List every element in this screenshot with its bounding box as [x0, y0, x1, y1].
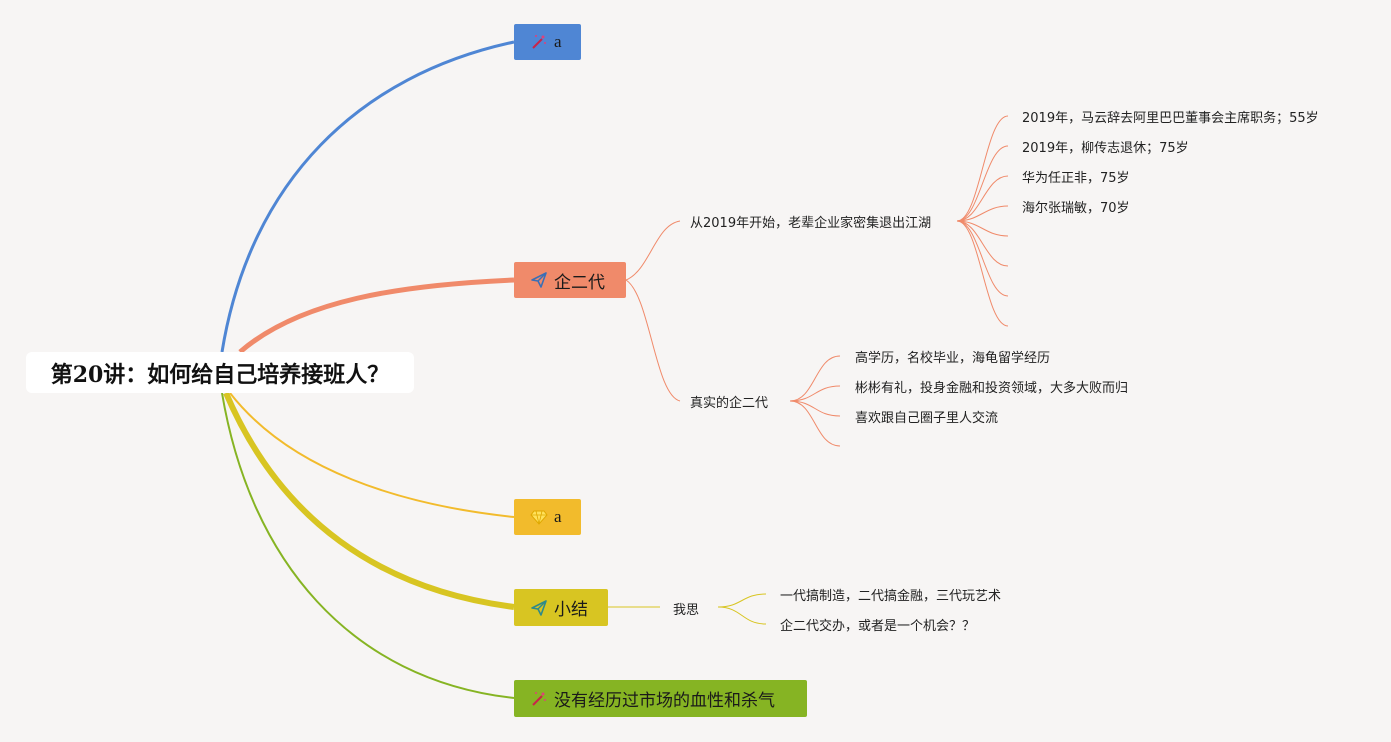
root-node[interactable]: 第20讲：如何给自己培养接班人？ — [26, 352, 414, 393]
subtopic-my-thoughts[interactable]: 我思 — [673, 602, 700, 618]
leaf-item[interactable]: 彬彬有礼，投身金融和投资领域，大多大败而归 — [855, 380, 1129, 396]
root-label: 第20讲：如何给自己培养接班人？ — [50, 361, 390, 388]
leaf-item[interactable]: 高学历，名校毕业，海龟留学经历 — [855, 350, 1051, 366]
leaf-item[interactable]: 一代搞制造，二代搞金融，三代玩艺术 — [780, 588, 1002, 604]
magic-wand-icon — [530, 33, 548, 51]
leaf-item[interactable]: 企二代交办，或者是一个机会？？ — [780, 618, 976, 634]
link-root-b1 — [220, 40, 515, 353]
leaf-item[interactable]: 海尔张瑞敏，70岁 — [1022, 200, 1130, 216]
magic-wand-icon — [530, 690, 548, 708]
fan-c2 — [789, 355, 841, 447]
link-root-b3 — [229, 392, 515, 518]
fan-c1 — [956, 115, 1009, 327]
leaf-item[interactable]: 2019年，马云辞去阿里巴巴董事会主席职务；55岁 — [1022, 110, 1319, 126]
branch-label-2: 企二代 — [554, 272, 605, 293]
branch-node-4[interactable]: 小结 — [514, 589, 608, 626]
branch-node-1[interactable]: a — [514, 24, 581, 60]
link-b2-c1 — [625, 220, 681, 281]
branch-node-3[interactable]: a — [514, 499, 581, 535]
link-root-b4 — [223, 391, 515, 610]
branch-label-3: a — [554, 507, 562, 526]
leaf-item[interactable]: 喜欢跟自己圈子里人交流 — [855, 410, 999, 426]
fan-b4 — [717, 593, 767, 625]
branch-node-5[interactable]: 没有经历过市场的血性和杀气 — [514, 680, 807, 717]
subtopic-real-second-gen[interactable]: 真实的企二代 — [690, 395, 769, 411]
paper-plane-icon — [530, 599, 548, 617]
subtopic-retirement[interactable]: 从2019年开始，老辈企业家密集退出江湖 — [690, 215, 932, 231]
diamond-icon — [530, 508, 548, 526]
paper-plane-icon — [530, 271, 548, 289]
link-b2-c2 — [625, 279, 681, 402]
branch-label-4: 小结 — [554, 600, 588, 620]
branch-label-1: a — [554, 32, 562, 51]
leaf-item[interactable]: 华为任正非，75岁 — [1022, 170, 1130, 186]
leaf-item[interactable]: 2019年，柳传志退休；75岁 — [1022, 140, 1189, 156]
branch-label-5: 没有经历过市场的血性和杀气 — [554, 691, 775, 711]
link-root-b5 — [221, 392, 515, 699]
branch-node-2[interactable]: 企二代 — [514, 262, 626, 298]
link-root-b2 — [238, 277, 515, 354]
